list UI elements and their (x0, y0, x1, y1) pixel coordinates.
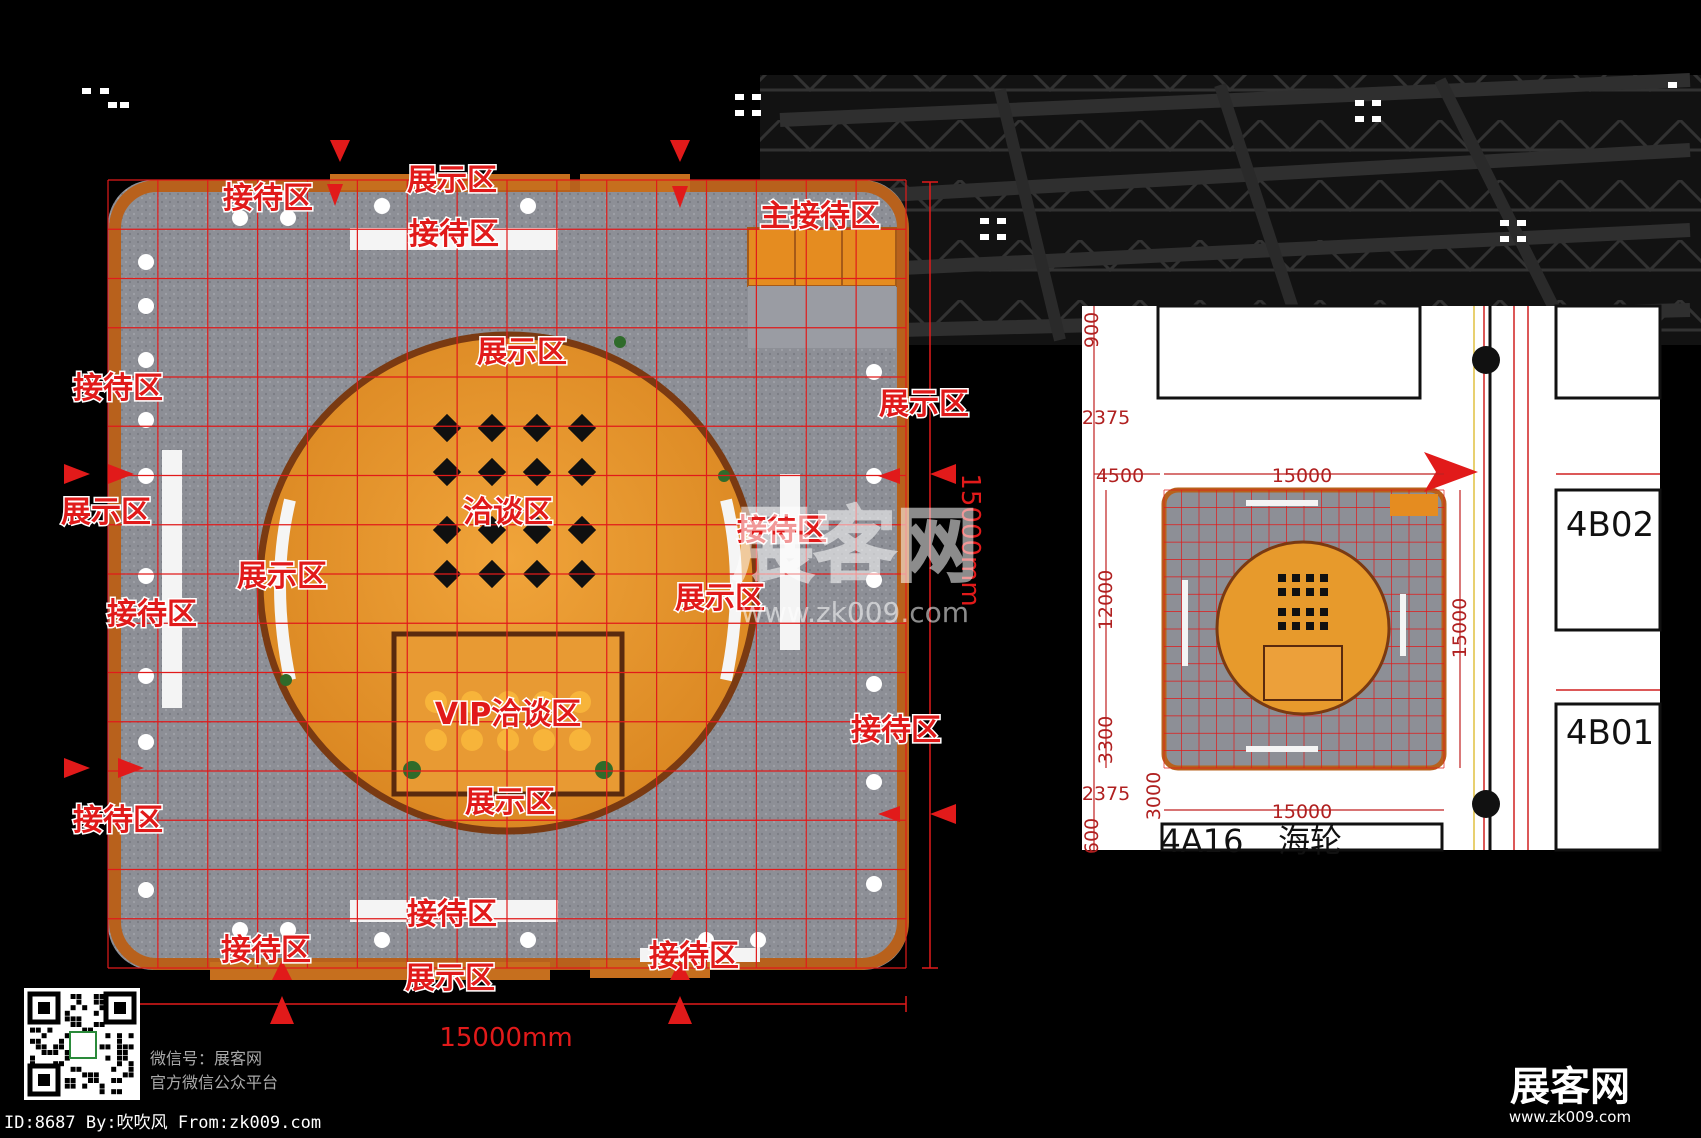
zone-label: 展示区 (879, 387, 969, 422)
plan-dim: 3000 (1143, 772, 1165, 820)
site-plan-inset: 900 2375 4500 15000 12000 15000 3300 237… (1081, 304, 1662, 860)
booth-4a16 (1160, 822, 1444, 852)
qr-caption-line2: 官方微信公众平台 (150, 1073, 278, 1092)
plan-dim: 4500 (1096, 465, 1144, 487)
watermark-url: www.zk009.com (741, 596, 969, 629)
vip-room (391, 631, 625, 797)
main-reception-block (747, 227, 897, 348)
zone-label: 展示区 (237, 559, 327, 594)
plan-dim: 900 (1081, 312, 1103, 348)
plan-dim: 15000 (1449, 598, 1471, 658)
booth-number: 4B01 (1566, 713, 1654, 753)
booth-extra-label: 海轮 (1278, 822, 1342, 860)
booth-number: 4A16 (1161, 822, 1244, 860)
zone-label: 接待区 (409, 217, 499, 252)
zone-label: 接待区 (737, 513, 827, 548)
zone-label: 主接待区 (760, 199, 880, 234)
qr-code (24, 988, 140, 1100)
zone-label: 接待区 (649, 939, 739, 974)
plan-dim: 2375 (1082, 783, 1130, 805)
site-plan-booth (1161, 452, 1478, 771)
footer-id-line: ID:8687 By:吹吹风 From:zk009.com (4, 1113, 321, 1133)
zone-label: 接待区 (851, 713, 941, 748)
zone-label: 展示区 (407, 163, 497, 198)
booth-top-view: 接待区 展示区 接待区 主接待区 展示区 接待区 展示区 接待区 接待区 展示区… (60, 140, 985, 1053)
zone-label: 展示区 (405, 961, 495, 996)
zone-label: 接待区 (107, 597, 197, 632)
plan-entrance-arrow (1424, 452, 1478, 492)
center-watermark: 展客网 www.zk009.com (731, 498, 979, 629)
ceiling-truss-backdrop (82, 73, 1701, 345)
booth-4b01 (1554, 702, 1662, 852)
measurement-grid (107, 179, 907, 969)
watermark-text: 展客网 (732, 499, 978, 594)
neighbor-booth-top (1156, 304, 1422, 400)
zone-label: 接待区 (407, 897, 497, 932)
plan-dim: 600 (1081, 818, 1103, 854)
booth-number: 4B02 (1566, 505, 1654, 545)
plan-dim: 15000 (1272, 801, 1332, 823)
height-dimension-label: 15000mm (955, 473, 985, 606)
corner-logo: 展客网 www.zk009.com (1509, 1064, 1631, 1126)
white-counters (162, 228, 800, 962)
plan-dimension-lines (1093, 306, 1461, 850)
plants (280, 336, 730, 779)
zone-label: 展示区 (465, 785, 555, 820)
dimension-lines (109, 181, 938, 1012)
zone-labels: 接待区 展示区 接待区 主接待区 展示区 接待区 展示区 接待区 接待区 展示区… (60, 162, 971, 998)
plan-dim: 15000 (1272, 465, 1332, 487)
zone-label: 洽谈区 (463, 495, 553, 530)
zone-label: 展示区 (675, 581, 765, 616)
booth-4b02 (1554, 488, 1662, 632)
central-circle-platform (260, 335, 756, 831)
zone-label: 接待区 (73, 803, 163, 838)
corner-logo-url: www.zk009.com (1509, 1108, 1631, 1126)
zone-label: 展示区 (477, 335, 567, 370)
zone-label: 展示区 (61, 495, 151, 530)
plan-dim: 2375 (1082, 407, 1130, 429)
zone-label: VIP洽谈区 (435, 697, 581, 732)
entrance-arrows (64, 140, 956, 1024)
qr-caption-line1: 微信号：展客网 (150, 1049, 262, 1068)
plan-dim: 12000 (1095, 570, 1117, 630)
plan-dim: 3300 (1095, 716, 1117, 764)
aisle-lines (1472, 306, 1660, 850)
corner-logo-text: 展客网 (1510, 1064, 1630, 1110)
zone-label: 接待区 (221, 933, 311, 968)
width-dimension-label: 15000mm (439, 1023, 572, 1053)
zone-label: 接待区 (73, 371, 163, 406)
zone-label: 接待区 (223, 181, 313, 216)
